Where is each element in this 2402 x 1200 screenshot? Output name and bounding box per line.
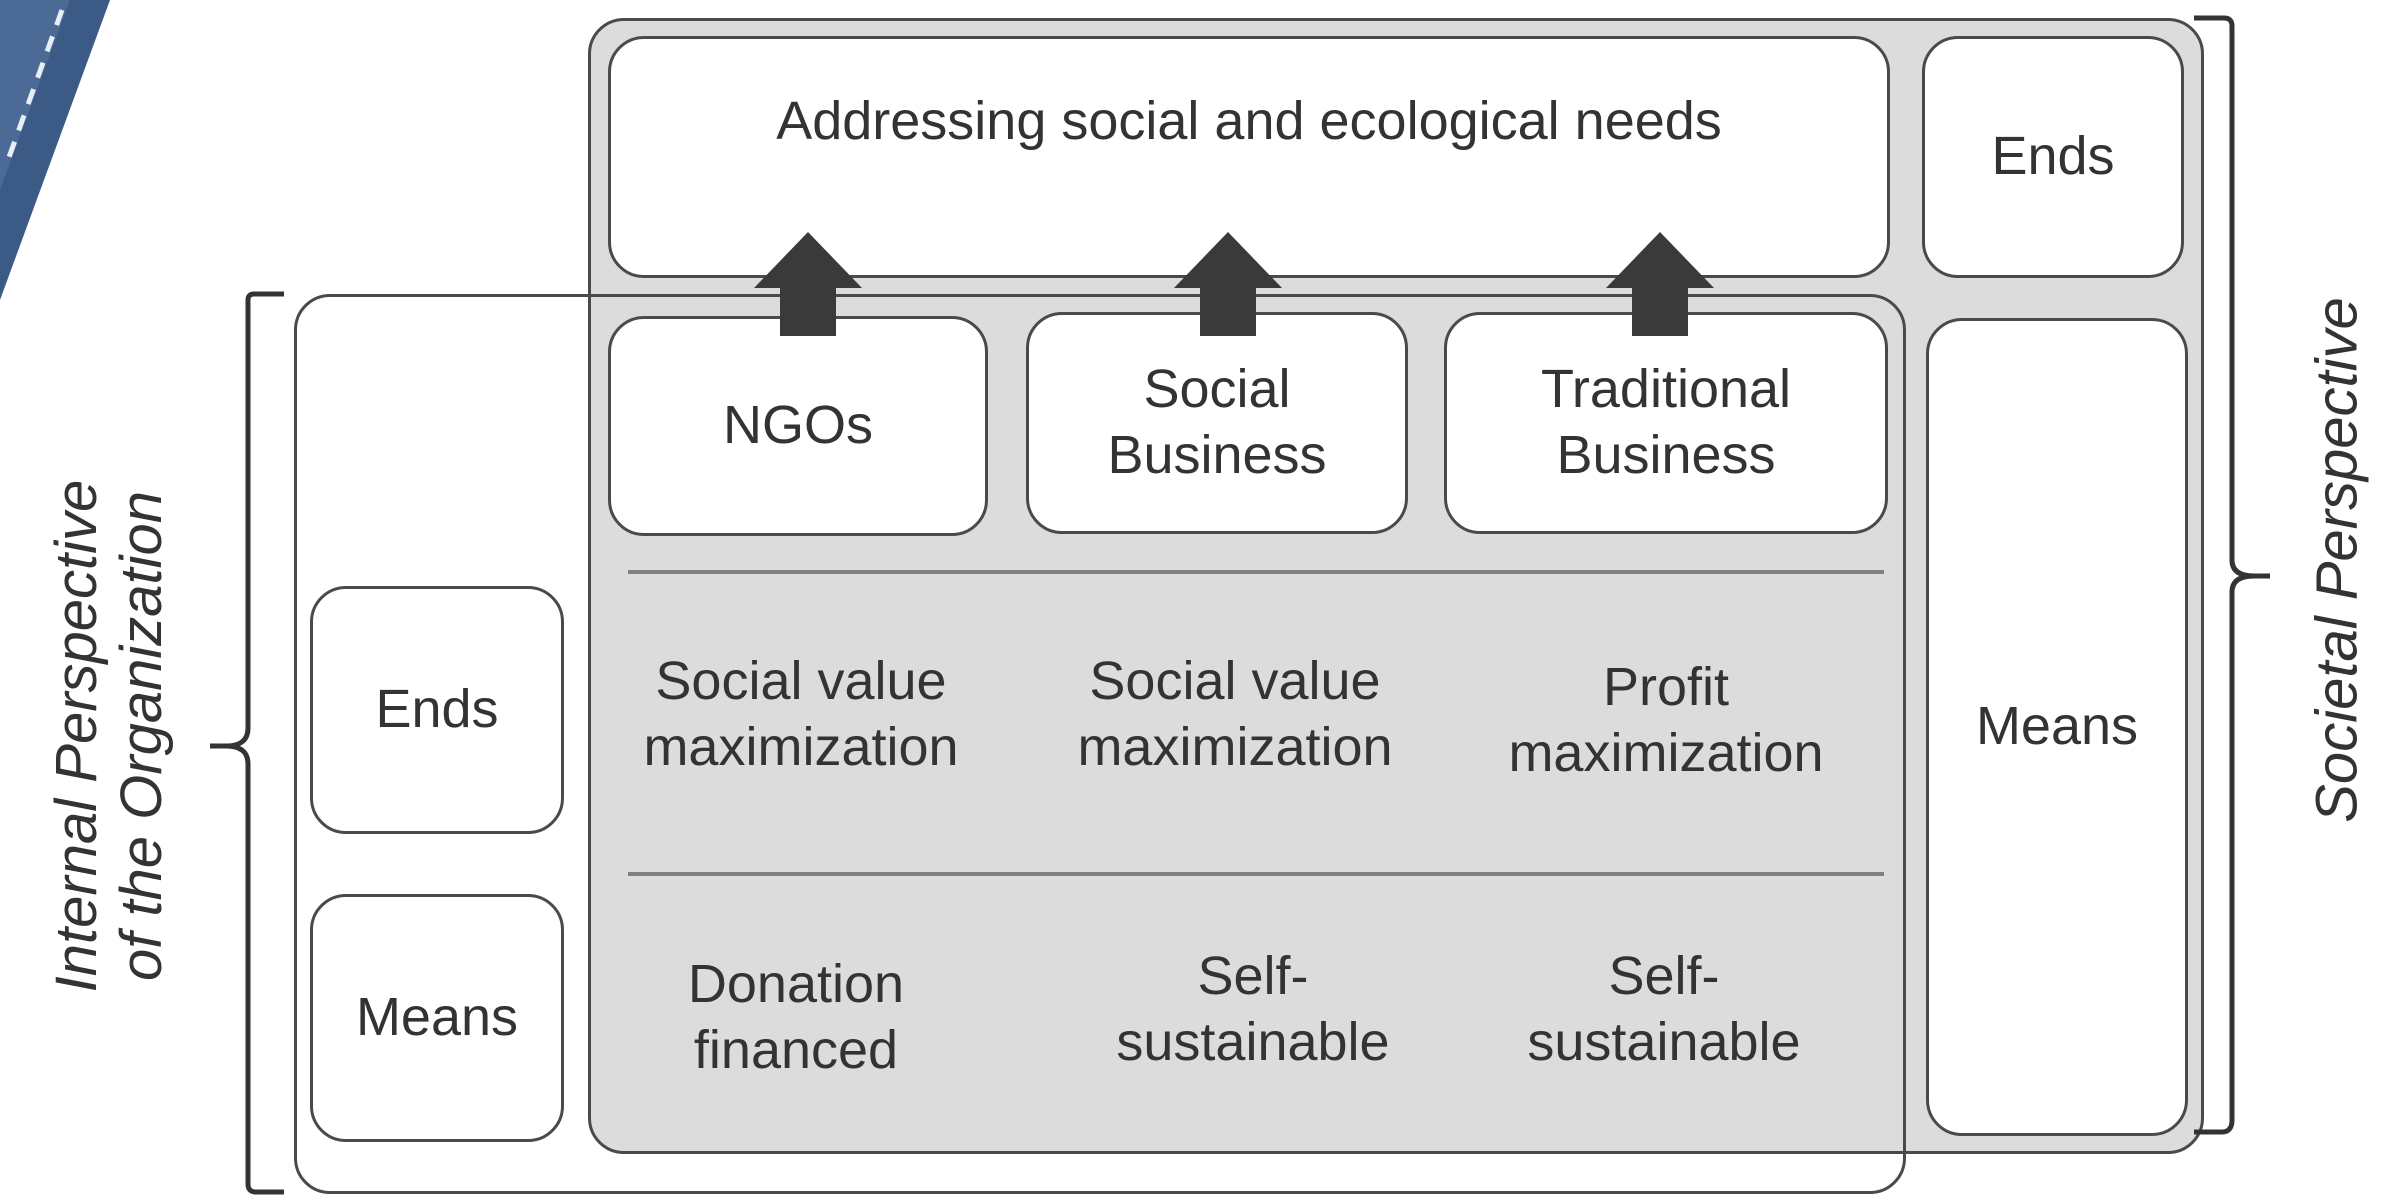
societal-perspective-title: Societal Perspective (2304, 297, 2370, 823)
internal-ends-label: Ends (375, 679, 499, 740)
means-text-ngos: Donation financed (687, 954, 905, 1080)
ends-cell-traditional-business: Profit maximization (1456, 616, 1876, 826)
ends-text-social-business: Social value maximization (1077, 651, 1393, 777)
left-brace (210, 291, 284, 1195)
denim-corner-decoration (0, 0, 110, 300)
means-text-traditional-business: Self- sustainable (1527, 946, 1801, 1072)
arrow-up-social-business (1174, 232, 1282, 336)
internal-means-box: Means (310, 894, 564, 1142)
organization-frame (294, 294, 1906, 1194)
org-box-social-business: Social Business (1026, 312, 1408, 534)
societal-ends-label: Ends (1991, 126, 2115, 187)
internal-perspective-title: Internal Perspective of the Organization (44, 479, 174, 993)
org-box-traditional-business: Traditional Business (1444, 312, 1888, 534)
org-label-traditional-business: Traditional Business (1540, 359, 1792, 485)
ends-cell-ngos: Social value maximization (612, 610, 990, 820)
ends-text-ngos: Social value maximization (643, 651, 959, 777)
arrow-up-ngos (754, 232, 862, 336)
societal-means-label: Means (1975, 696, 2139, 757)
ends-text-traditional-business: Profit maximization (1508, 657, 1824, 783)
row-divider-bottom (628, 872, 1884, 876)
means-cell-traditional-business: Self- sustainable (1464, 900, 1864, 1120)
societal-means-box: Means (1926, 318, 2188, 1136)
org-label-social-business: Social Business (1107, 359, 1327, 485)
internal-ends-box: Ends (310, 586, 564, 834)
arrow-up-traditional-business (1606, 232, 1714, 336)
right-brace (2194, 15, 2270, 1135)
goal-text: Addressing social and ecological needs (776, 91, 1722, 152)
means-cell-social-business: Self- sustainable (1064, 900, 1442, 1120)
org-box-ngos: NGOs (608, 316, 988, 536)
goal-box: Addressing social and ecological needs (608, 36, 1890, 278)
ends-cell-social-business: Social value maximization (1046, 610, 1424, 820)
means-cell-ngos: Donation financed (622, 908, 970, 1128)
row-divider-top (628, 570, 1884, 574)
societal-ends-box: Ends (1922, 36, 2184, 278)
internal-means-label: Means (355, 987, 519, 1048)
means-text-social-business: Self- sustainable (1116, 946, 1390, 1072)
org-label-ngos: NGOs (722, 395, 873, 456)
